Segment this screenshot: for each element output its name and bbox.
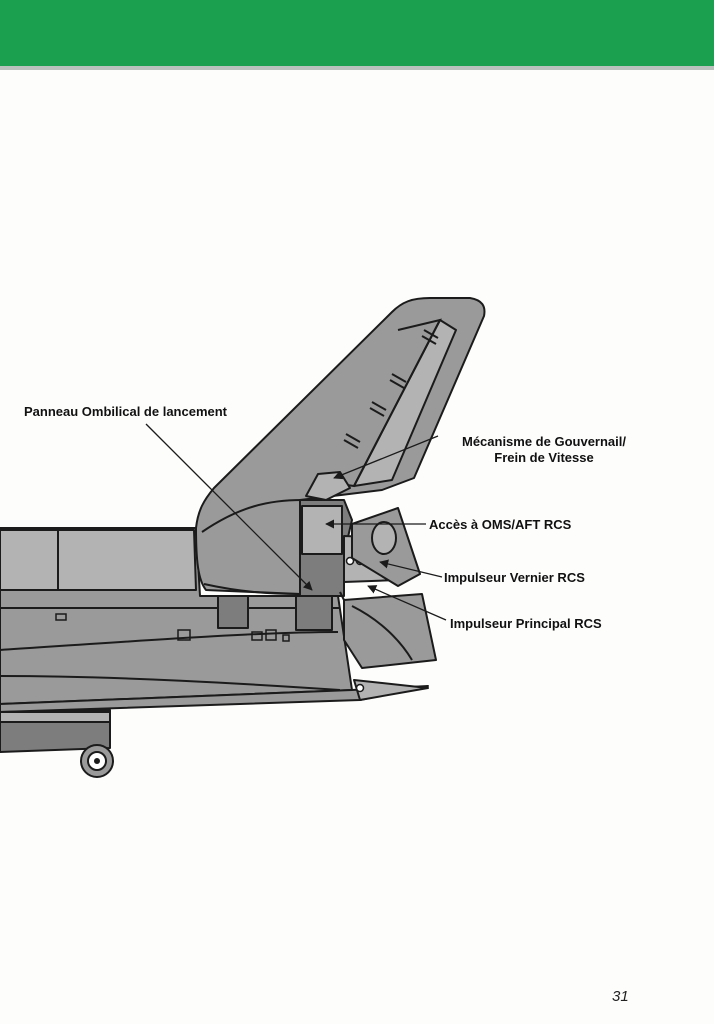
green-header-bar <box>0 0 714 70</box>
rudder-hinge-marks <box>343 329 439 449</box>
umbilical-door-right <box>295 595 333 631</box>
umbilical-door-left <box>217 595 249 629</box>
leader-umbilical <box>145 423 313 591</box>
label-vernier-thruster: Impulseur Vernier RCS <box>444 570 585 585</box>
leader-principal <box>367 585 447 621</box>
page-number: 31 <box>612 988 629 1005</box>
body-flap <box>353 679 429 701</box>
payload-bay-door <box>0 529 197 591</box>
leader-vernier <box>379 559 443 578</box>
label-rudder-mechanism: Mécanisme de Gouvernail/ Frein de Vitess… <box>454 434 634 466</box>
label-rudder-line1: Mécanisme de Gouvernail/ <box>461 434 626 449</box>
label-principal-thruster: Impulseur Principal RCS <box>450 616 602 631</box>
oms-access-panel <box>301 505 343 555</box>
label-oms-access: Accès à OMS/AFT RCS <box>429 517 572 532</box>
label-umbilical-panel: Panneau Ombilical de lancement <box>24 404 228 419</box>
main-engine-nozzle <box>343 593 437 669</box>
leader-rudder <box>333 435 439 480</box>
label-rudder-line2: Frein de Vitesse <box>494 450 594 465</box>
